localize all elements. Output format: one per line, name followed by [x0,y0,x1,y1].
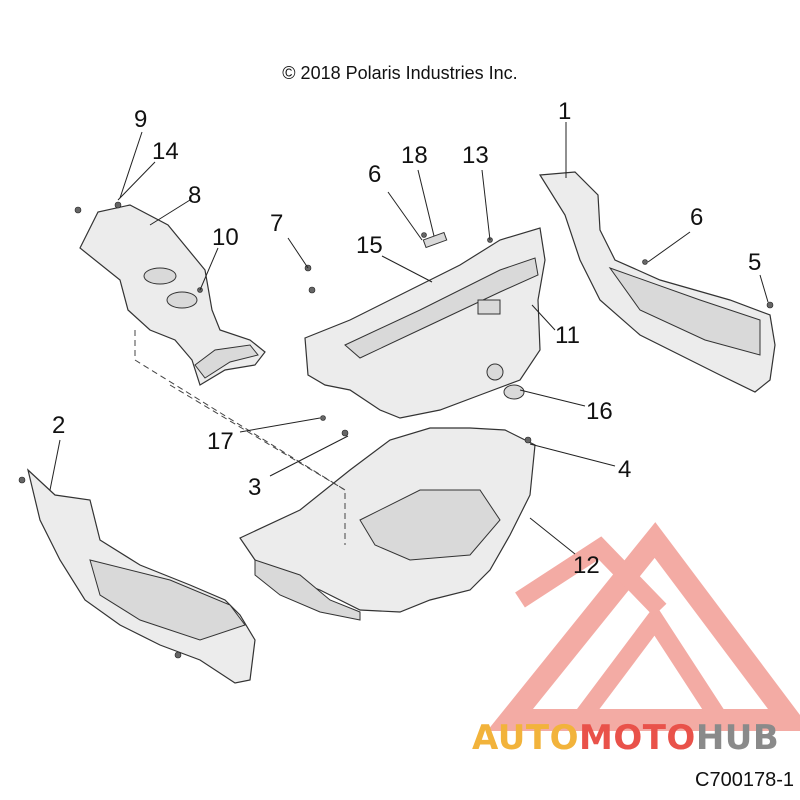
assembly-lines [134,330,346,545]
callout-8: 8 [188,182,202,209]
callout-12: 12 [573,552,600,579]
watermark-logo [487,522,800,731]
callout-6a: 6 [368,161,382,188]
callout-13: 13 [462,142,489,169]
callout-7: 7 [270,210,284,237]
watermark-text: AUTOMOTOHUB [472,718,779,758]
callout-5: 5 [748,249,762,276]
callout-10: 10 [212,224,239,251]
part-8-console [79,204,266,386]
copyright-text: © 2018 Polaris Industries Inc. [282,63,518,83]
callout-15: 15 [356,232,383,259]
part-12-floor [239,427,536,621]
callout-16: 16 [586,398,613,425]
part-2-left-panel [26,468,256,684]
watermark-auto: AUTO [472,718,579,758]
callout-6b: 6 [690,204,704,231]
watermark-moto: MOTO [578,718,696,758]
part-16-grommet [503,384,525,400]
part-11-bulkhead [304,227,546,419]
callout-17: 17 [207,428,234,455]
watermark-hub: HUB [695,718,780,758]
callout-18: 18 [401,142,428,169]
part-18-clip [422,231,448,249]
callout-1: 1 [558,98,572,125]
figure-id: C700178-1 [695,769,794,791]
part-1-right-panel [538,171,776,393]
callout-9: 9 [134,106,148,133]
callout-14: 14 [152,138,179,165]
callout-2: 2 [52,412,66,439]
leader-lines [49,122,769,555]
callout-3: 3 [248,474,262,501]
callout-4: 4 [618,456,632,483]
callout-11: 11 [555,322,580,349]
